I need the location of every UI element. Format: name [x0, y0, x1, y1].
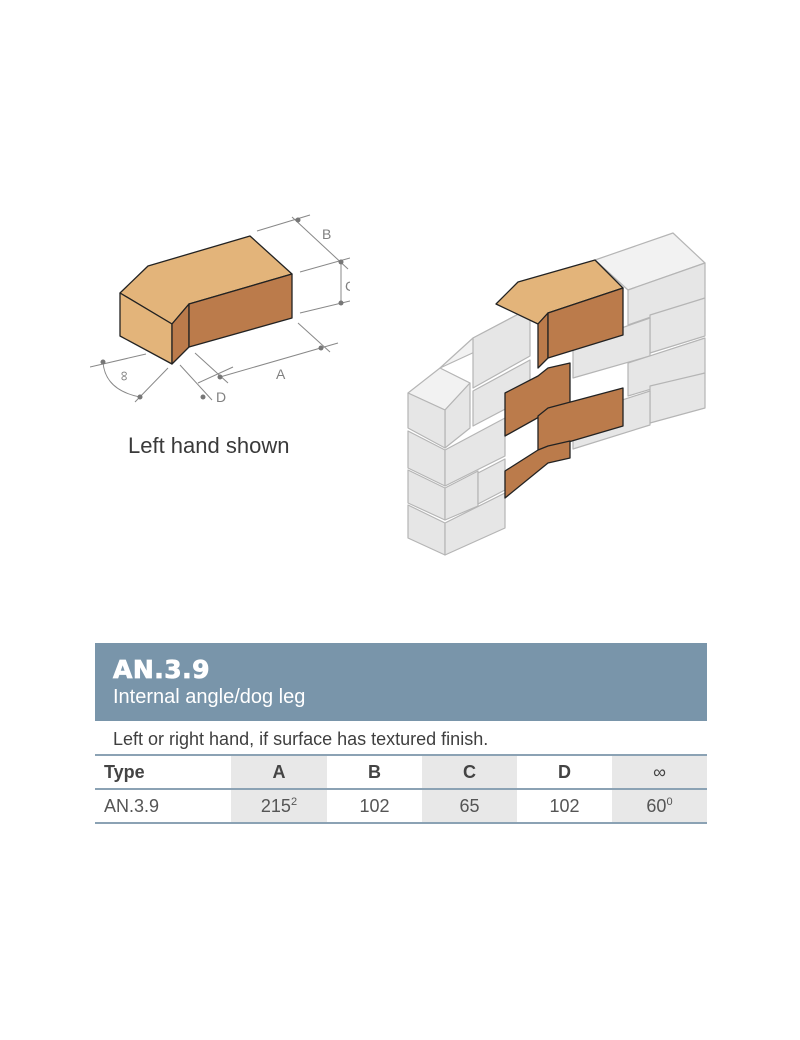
- spec-panel: AN.3.9 Internal angle/dog leg Left or ri…: [95, 643, 707, 824]
- col-header-a: A: [231, 756, 327, 790]
- spec-header: AN.3.9 Internal angle/dog leg: [95, 643, 707, 721]
- col-header-c: C: [422, 756, 517, 790]
- cell-angle: 600: [612, 789, 707, 824]
- dimensions-table: Type A B C D ∞ AN.3.9 2152 102 65 102 60…: [95, 756, 707, 824]
- cell-d: 102: [517, 789, 612, 824]
- dim-label-a: A: [276, 366, 286, 382]
- dim-label-d: D: [216, 389, 226, 405]
- col-header-b: B: [327, 756, 422, 790]
- wall-illustration: [407, 232, 706, 556]
- dim-label-angle: ∞: [117, 371, 133, 381]
- brick-dimension-diagram: B C A D ∞: [90, 214, 350, 405]
- product-note: Left or right hand, if surface has textu…: [95, 721, 707, 756]
- cell-type: AN.3.9: [95, 789, 231, 824]
- table-row: AN.3.9 2152 102 65 102 600: [95, 789, 707, 824]
- product-name: Internal angle/dog leg: [113, 686, 306, 708]
- col-header-type: Type: [95, 756, 231, 790]
- cell-b: 102: [327, 789, 422, 824]
- cell-c: 65: [422, 789, 517, 824]
- dim-label-b: B: [322, 226, 331, 242]
- col-header-d: D: [517, 756, 612, 790]
- col-header-angle: ∞: [612, 756, 707, 790]
- table-header-row: Type A B C D ∞: [95, 756, 707, 790]
- product-code: AN.3.9: [113, 655, 211, 684]
- figure-caption: Left hand shown: [128, 433, 290, 458]
- dim-label-c: C: [345, 278, 350, 294]
- cell-a: 2152: [231, 789, 327, 824]
